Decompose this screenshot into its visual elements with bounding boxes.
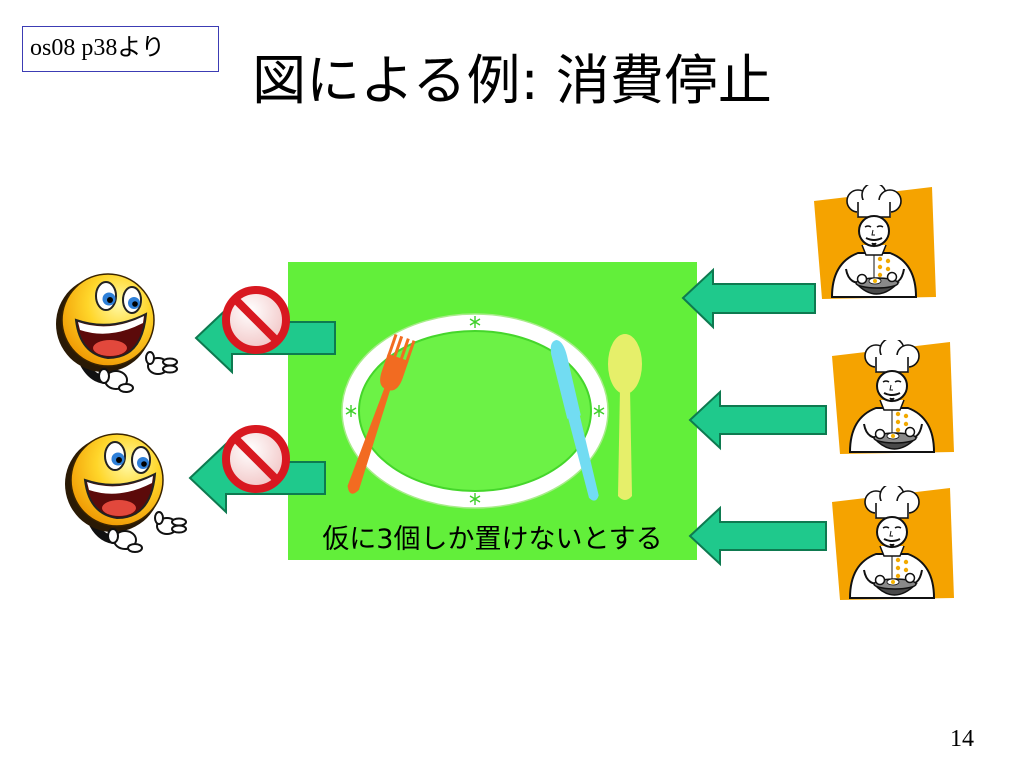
- knife-icon: [550, 339, 599, 501]
- page-title: 図による例: 消費停止: [252, 49, 772, 112]
- arrow-left-icon: [688, 505, 827, 567]
- chef-icon: [831, 340, 955, 455]
- page-number: 14: [950, 726, 974, 752]
- consumer-1: [56, 274, 336, 392]
- chef-icon: [831, 486, 955, 601]
- producer-3: [688, 486, 955, 601]
- source-note: os08 p38より: [22, 26, 219, 72]
- arrow-left-icon: [688, 389, 827, 451]
- no-entry-icon: [222, 286, 290, 354]
- chef-icon: [813, 185, 937, 300]
- smiley-face-icon: [65, 434, 186, 552]
- spoon-icon: [608, 334, 642, 500]
- producer-1: [681, 185, 937, 330]
- buffer-caption: 仮に3個しか置けないとする: [322, 524, 663, 555]
- producer-2: [688, 340, 955, 455]
- arrow-left-icon: [681, 267, 816, 330]
- consumer-2: [65, 425, 326, 552]
- plate-icon: [341, 313, 609, 509]
- fork-icon: [347, 333, 416, 494]
- no-entry-icon: [222, 425, 290, 493]
- smiley-face-icon: [56, 274, 177, 392]
